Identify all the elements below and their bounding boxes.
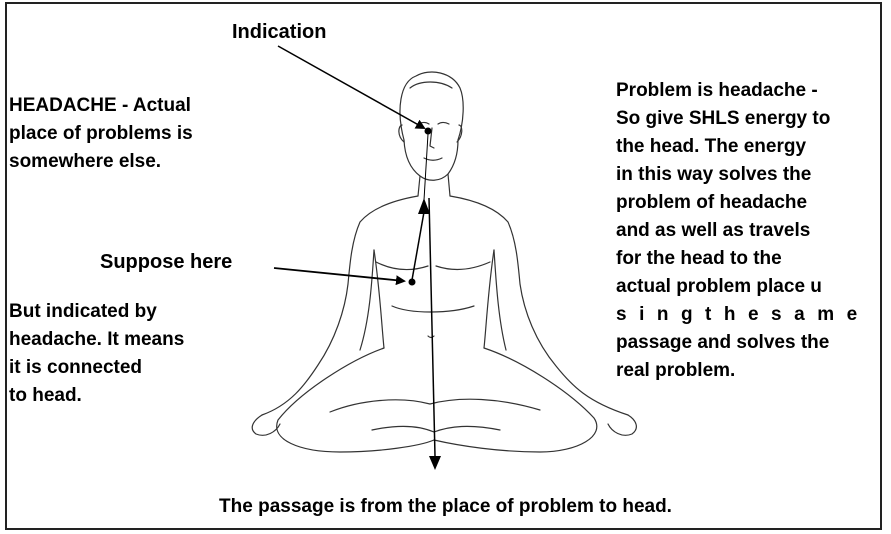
head-point <box>425 128 432 135</box>
problem-explanation: Problem is headache - So give SHLS energ… <box>616 77 882 385</box>
problem-line-spaced: singthesame <box>616 301 882 329</box>
passage-up-arrowhead <box>418 198 430 214</box>
indication-label: Indication <box>232 18 326 46</box>
passage-up-line <box>412 212 424 280</box>
headache-note: HEADACHE - Actual place of problems is s… <box>9 92 277 176</box>
indication-arrow <box>278 46 424 128</box>
problem-line: real problem. <box>616 357 882 385</box>
problem-line: actual problem place u <box>616 273 882 301</box>
indicated-line: headache. It means <box>9 326 277 354</box>
passage-caption: The passage is from the place of problem… <box>0 493 891 521</box>
indicated-line: to head. <box>9 382 277 410</box>
suppose-here-label: Suppose here <box>100 248 232 276</box>
problem-line: problem of headache <box>616 189 882 217</box>
headache-line: place of problems is <box>9 120 277 148</box>
problem-line: passage and solves the <box>616 329 882 357</box>
problem-line: and as well as travels <box>616 217 882 245</box>
figure-outline <box>252 72 636 452</box>
problem-line: So give SHLS energy to <box>616 105 882 133</box>
head-connector-line <box>424 134 428 200</box>
headache-line: somewhere else. <box>9 148 277 176</box>
problem-line: the head. The energy <box>616 133 882 161</box>
suppose-arrow <box>274 268 404 281</box>
passage-down-line <box>429 198 435 456</box>
problem-line: in this way solves the <box>616 161 882 189</box>
indicated-note: But indicated by headache. It means it i… <box>9 298 277 410</box>
passage-down-arrowhead <box>429 456 441 470</box>
problem-line: for the head to the <box>616 245 882 273</box>
problem-line: Problem is headache - <box>616 77 882 105</box>
indicated-line: But indicated by <box>9 298 277 326</box>
headache-line: HEADACHE - Actual <box>9 92 277 120</box>
indicated-line: it is connected <box>9 354 277 382</box>
